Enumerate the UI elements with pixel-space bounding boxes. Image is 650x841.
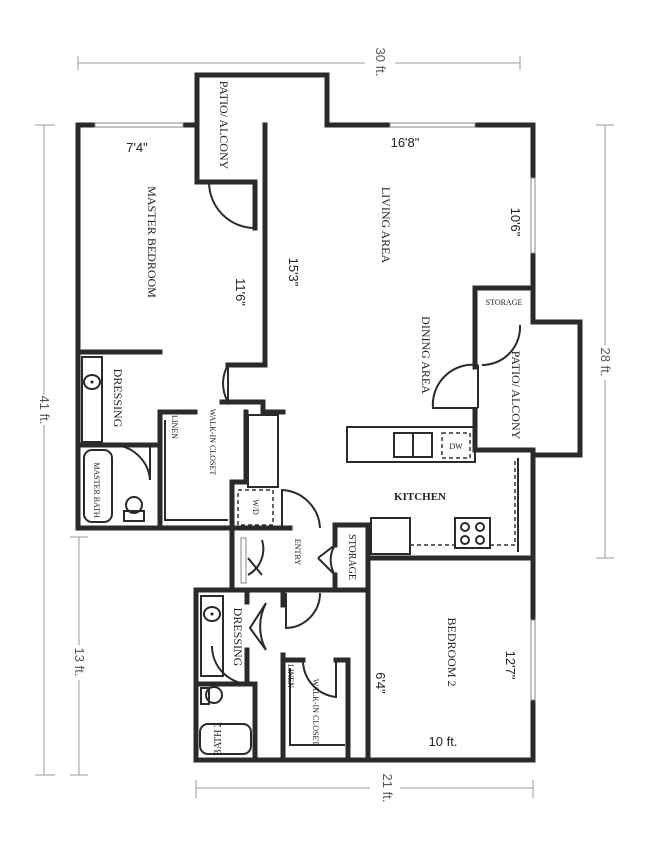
- label-storage-entry: STORAGE: [346, 534, 357, 580]
- label-entry: ENTRY: [293, 539, 302, 565]
- toilet-icon-2: [205, 686, 223, 704]
- label-bedroom2-closet: 6'4": [373, 672, 388, 694]
- label-master-bedroom: MASTER BEDROOM: [145, 186, 159, 298]
- fixtures: [81, 356, 519, 755]
- sink-icon-2: [203, 606, 221, 622]
- label-patio-right: PATIO/ ALCONY: [509, 351, 523, 440]
- stove-icon: [454, 517, 491, 549]
- label-linen-2: LINEN: [286, 664, 295, 688]
- label-dishwasher: DW: [449, 442, 463, 451]
- washer-dryer: [237, 489, 274, 526]
- label-walkin-2: WALK-IN CLOSET: [311, 679, 320, 746]
- label-living-depth: 10'6": [508, 208, 523, 237]
- bathtub-2: [199, 723, 252, 755]
- dim-right-depth: 28 ft.: [598, 348, 613, 377]
- label-living-area: LIVING AREA: [379, 187, 393, 264]
- label-linen-master: LINEN: [170, 415, 179, 439]
- dimension-lines: [35, 56, 614, 798]
- fridge: [370, 517, 411, 555]
- label-dressing-2: DRESSING: [231, 608, 245, 667]
- dim-lower-depth: 13 ft.: [72, 648, 87, 677]
- toilet-icon: [125, 496, 143, 514]
- vanity-2: [200, 595, 224, 677]
- label-walkin-master: WALK-IN CLOSET: [208, 409, 217, 476]
- vanity-master: [81, 356, 103, 443]
- label-living-width: 16'8": [391, 135, 420, 150]
- label-dining-area: DINING AREA: [419, 316, 433, 394]
- label-washer-dryer: W/D: [251, 499, 260, 515]
- label-bedroom2-width: 10 ft.: [429, 734, 458, 749]
- walls: [75, 72, 583, 763]
- label-bedroom2-length: 12'7": [503, 651, 518, 680]
- windows: [94, 122, 536, 701]
- label-dressing-master: DRESSING: [111, 369, 125, 428]
- label-living-length: 15'3": [286, 258, 301, 287]
- dim-overall-depth: 41 ft.: [37, 396, 52, 425]
- label-bedroom-2: BEDROOM 2: [445, 617, 459, 686]
- label-kitchen: KITCHEN: [394, 491, 446, 503]
- dim-lower-width: 21 ft.: [380, 774, 395, 803]
- label-bath-2: BATH 2: [213, 722, 224, 756]
- label-storage-right: STORAGE: [486, 298, 523, 307]
- label-master-length: 11'6": [233, 278, 248, 306]
- label-patio-top: PATIO/ ALCONY: [217, 81, 231, 170]
- label-master-bath: MASTER BATH: [92, 462, 101, 518]
- dishwasher: [441, 432, 471, 459]
- kitchen-counter: [346, 426, 476, 463]
- label-master-width: 7'4": [126, 140, 148, 155]
- sink-icon: [83, 374, 101, 390]
- bathtub-master: [83, 449, 113, 523]
- dim-overall-width: 30 ft.: [373, 48, 388, 77]
- pantry: [247, 414, 279, 488]
